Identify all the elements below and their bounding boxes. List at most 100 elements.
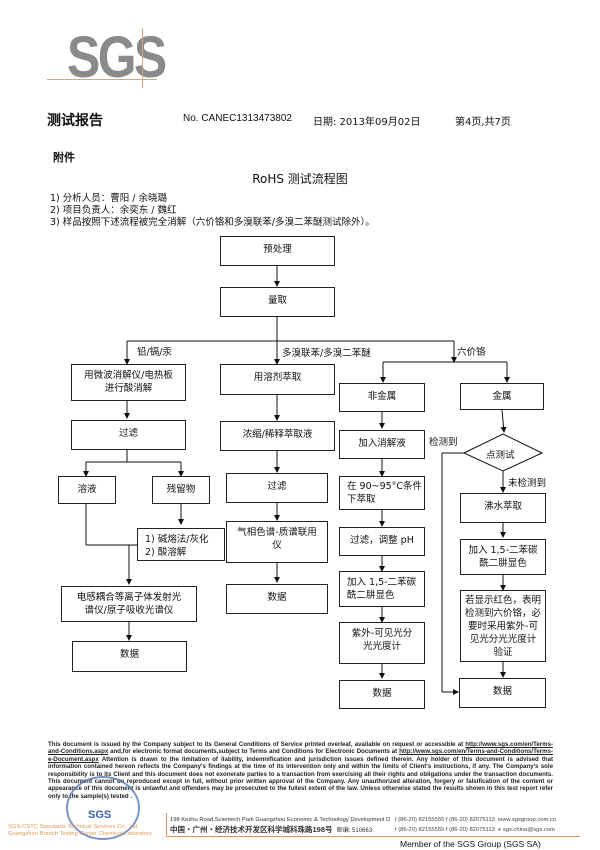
box-color-reagent-metal: 加入 1,5-二苯碳 酰二肼显色: [460, 539, 546, 575]
report-date: 日期: 2013年09月02日: [313, 117, 421, 128]
box-boil-extract: 沸水萃取: [460, 493, 546, 523]
box-result-interpretation: 若显示红色，表明 检测到六价铬，必 要时采用紫外-可 见光分光光度计 验证: [460, 590, 546, 662]
email-link[interactable]: e sgs.china@sgs.com: [498, 827, 555, 833]
box-label: 用溶剂萃取: [253, 372, 302, 383]
box-metal: 金属: [460, 383, 544, 410]
box-label: 检测到六价铬，必: [464, 608, 541, 619]
box-label: 酰二肼显色: [347, 590, 395, 601]
logo-vertical-rule: [142, 28, 143, 88]
box-label: 若显示红色，表明: [464, 595, 541, 606]
box-label: 浓缩/稀释萃取液: [242, 429, 313, 440]
phone-fax: t (86-20) 82155555 f (86-20) 82075113: [395, 817, 495, 823]
not-detected-label: 未检测到: [508, 475, 547, 489]
box-label: 非金属: [367, 391, 397, 402]
box-color-reagent-nonmetal: 加入 1,5-二苯碳 酰二肼显色: [339, 571, 425, 607]
box-filter-pbb: 过滤: [226, 473, 328, 503]
note-item: 3) 样品按照下述流程被完全消解（六价铬和多溴联苯/多溴二苯醚测试除外）。: [50, 217, 375, 228]
page-indicator: 第4页,共7页: [455, 117, 511, 128]
company-contact: t (86-20) 82155555 f (86-20) 82075113 ww…: [395, 815, 595, 835]
flowchart-title: RoHS 测试流程图: [252, 172, 348, 186]
box-measure: 量取: [220, 287, 335, 317]
box-label: 2) 酸溶解: [145, 547, 187, 558]
phone-fax: t (86-20) 82155555 f (86-20) 82075113: [395, 827, 495, 833]
sgs-logo: SGS: [67, 25, 167, 90]
box-data-metal: 数据: [459, 678, 546, 708]
box-label: 紫外-可见光分: [351, 628, 413, 639]
box-label: 数据: [267, 592, 287, 603]
report-title: 测试报告: [47, 113, 103, 129]
logo-horizontal-rule: [47, 79, 157, 80]
box-label: 要时采用紫外-可: [468, 621, 538, 632]
box-non-metal: 非金属: [339, 383, 425, 412]
box-data-heavy-metals: 数据: [72, 641, 187, 672]
box-residue-treatment: 1) 碱熔法/灰化 2) 酸溶解: [137, 528, 225, 561]
member-statement: Member of the SGS Group (SGS SA): [400, 839, 541, 849]
company-name: SGS-CSTC Standards Technical Services Co…: [8, 824, 163, 838]
stamp-sgs-text: SGS: [88, 809, 112, 821]
box-label: 金属: [492, 391, 512, 402]
terms-link[interactable]: http://www.sgs.com/en/Terms-and-Conditio…: [48, 741, 553, 756]
box-label: 用微波消解仪/电热板: [84, 370, 173, 381]
box-label: 下萃取: [347, 494, 376, 505]
branch-label-heavy-metals: 铅/镉/汞: [137, 344, 172, 358]
box-filter-ph: 过滤，调整 pH: [339, 527, 425, 556]
box-label: 数据: [119, 649, 139, 660]
disclaimer-text: This document is issued by the Company s…: [48, 741, 466, 748]
footer-divider: [166, 836, 580, 837]
address-chinese: 中国・广州・经济技术开发区科学城科珠路198号 邮编: 510663: [170, 825, 373, 834]
box-data-pbb: 数据: [226, 584, 328, 614]
company-address: 198 Kezhu Road,Scientech Park Guangzhou …: [170, 815, 390, 836]
box-heat-extract: 在 90~95°C条件 下萃取: [339, 476, 425, 510]
branch-label-pbb-pbde: 多溴联苯/多溴二苯醚: [282, 345, 371, 359]
box-residue: 残留物: [152, 476, 210, 504]
box-label: 仪: [272, 540, 282, 551]
attachment-label: 附件: [53, 151, 75, 164]
box-label: 溶液: [77, 484, 97, 495]
box-label: 数据: [492, 686, 512, 697]
address-english: 198 Kezhu Road,Scientech Park Guangzhou …: [170, 817, 390, 823]
box-label: 数据: [372, 688, 392, 699]
box-label: 电感耦合等离子体发射光: [76, 592, 182, 603]
box-label: 在 90~95°C条件: [347, 481, 423, 492]
legal-disclaimer: This document is issued by the Company s…: [48, 741, 553, 800]
box-label: 见光分光光度计: [469, 634, 537, 645]
box-label: 沸水萃取: [483, 501, 522, 512]
box-filter-heavy-metals: 过滤: [71, 420, 186, 450]
box-label: 气相色谱-质谱联用: [237, 527, 317, 538]
spot-test-label: 点测试: [486, 450, 515, 461]
box-uv-vis: 紫外-可见光分 光光度计: [339, 622, 425, 664]
company-line: SGS-CSTC Standards Technical Services Co…: [8, 824, 140, 830]
report-number: No. CANEC1313473802: [183, 113, 292, 124]
box-label: 酰二肼显色: [479, 558, 527, 569]
box-data-nonmetal: 数据: [339, 680, 425, 709]
box-solution: 溶液: [58, 476, 116, 504]
box-label: 过滤: [118, 428, 138, 439]
box-label: 加入 1,5-二苯碳: [347, 577, 417, 588]
box-label: 残留物: [166, 484, 196, 495]
detected-label: 检测到: [429, 434, 458, 448]
box-label: 谱仪/原子吸收光谱仪: [84, 605, 174, 616]
box-label: 验证: [493, 647, 513, 658]
box-label: 加入 1,5-二苯碳: [468, 545, 538, 556]
notes-list: 1) 分析人员：曹阳 / 余晓璐 2) 项目负责人：余奕东 / 魏红 3) 样品…: [50, 193, 375, 229]
box-concentrate: 浓缩/稀释萃取液: [220, 421, 335, 451]
box-label: 量取: [267, 295, 287, 306]
note-item: 2) 项目负责人：余奕东 / 魏红: [50, 205, 177, 216]
box-label: 进行酸消解: [104, 383, 153, 394]
company-stamp: [66, 776, 140, 840]
box-label: 过滤，调整 pH: [350, 535, 414, 546]
box-label: 1) 碱熔法/灰化: [145, 534, 209, 545]
note-item: 1) 分析人员：曹阳 / 余晓璐: [50, 193, 168, 204]
box-label: 预处理: [263, 244, 292, 255]
website-link[interactable]: www.sgsgroup.com.cn: [498, 817, 557, 823]
disclaimer-text: and,for electronic format documents,subj…: [108, 748, 400, 756]
box-add-digestion: 加入消解液: [339, 430, 425, 459]
box-acid-digestion: 用微波消解仪/电热板 进行酸消解: [71, 364, 186, 401]
terms-e-document-link[interactable]: http://www.sgs.com/en/Terms-and-Conditio…: [48, 748, 553, 763]
footer-divider-vertical: [166, 813, 167, 837]
box-pretreat: 预处理: [220, 236, 335, 266]
box-label: 加入消解液: [358, 438, 406, 449]
box-label: 光光度计: [362, 641, 401, 652]
box-solvent-extraction: 用溶剂萃取: [220, 364, 335, 395]
